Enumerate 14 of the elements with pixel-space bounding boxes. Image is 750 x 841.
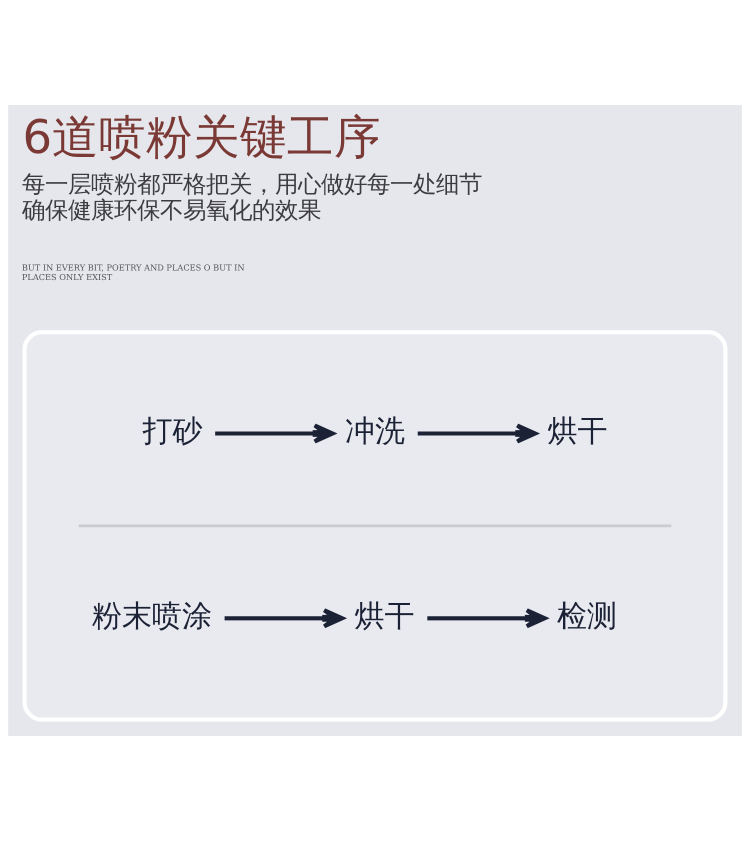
arrow	[224, 608, 344, 628]
label: 每一层喷粉都严格把关，用心做好每一处细节确保健康环保不易氧化的效果	[22, 171, 482, 224]
arrow	[427, 608, 547, 628]
node-text: 烘干	[354, 598, 415, 634]
diagram-title: 6道喷粉关键工序	[22, 110, 382, 164]
cluster	[22, 330, 728, 722]
arrow	[418, 423, 538, 444]
node-text: 粉末喷涂	[92, 598, 212, 634]
node-text: 打砂	[142, 414, 202, 450]
label: BUT IN EVERY BIT, POETRY AND PLACES O BUT IN PLACES ONLY EXIST	[22, 262, 245, 282]
node-text: 冲洗	[345, 414, 405, 450]
node-text: 检测	[557, 598, 618, 634]
node-text: 烘干	[548, 414, 608, 450]
arrow	[215, 423, 335, 444]
